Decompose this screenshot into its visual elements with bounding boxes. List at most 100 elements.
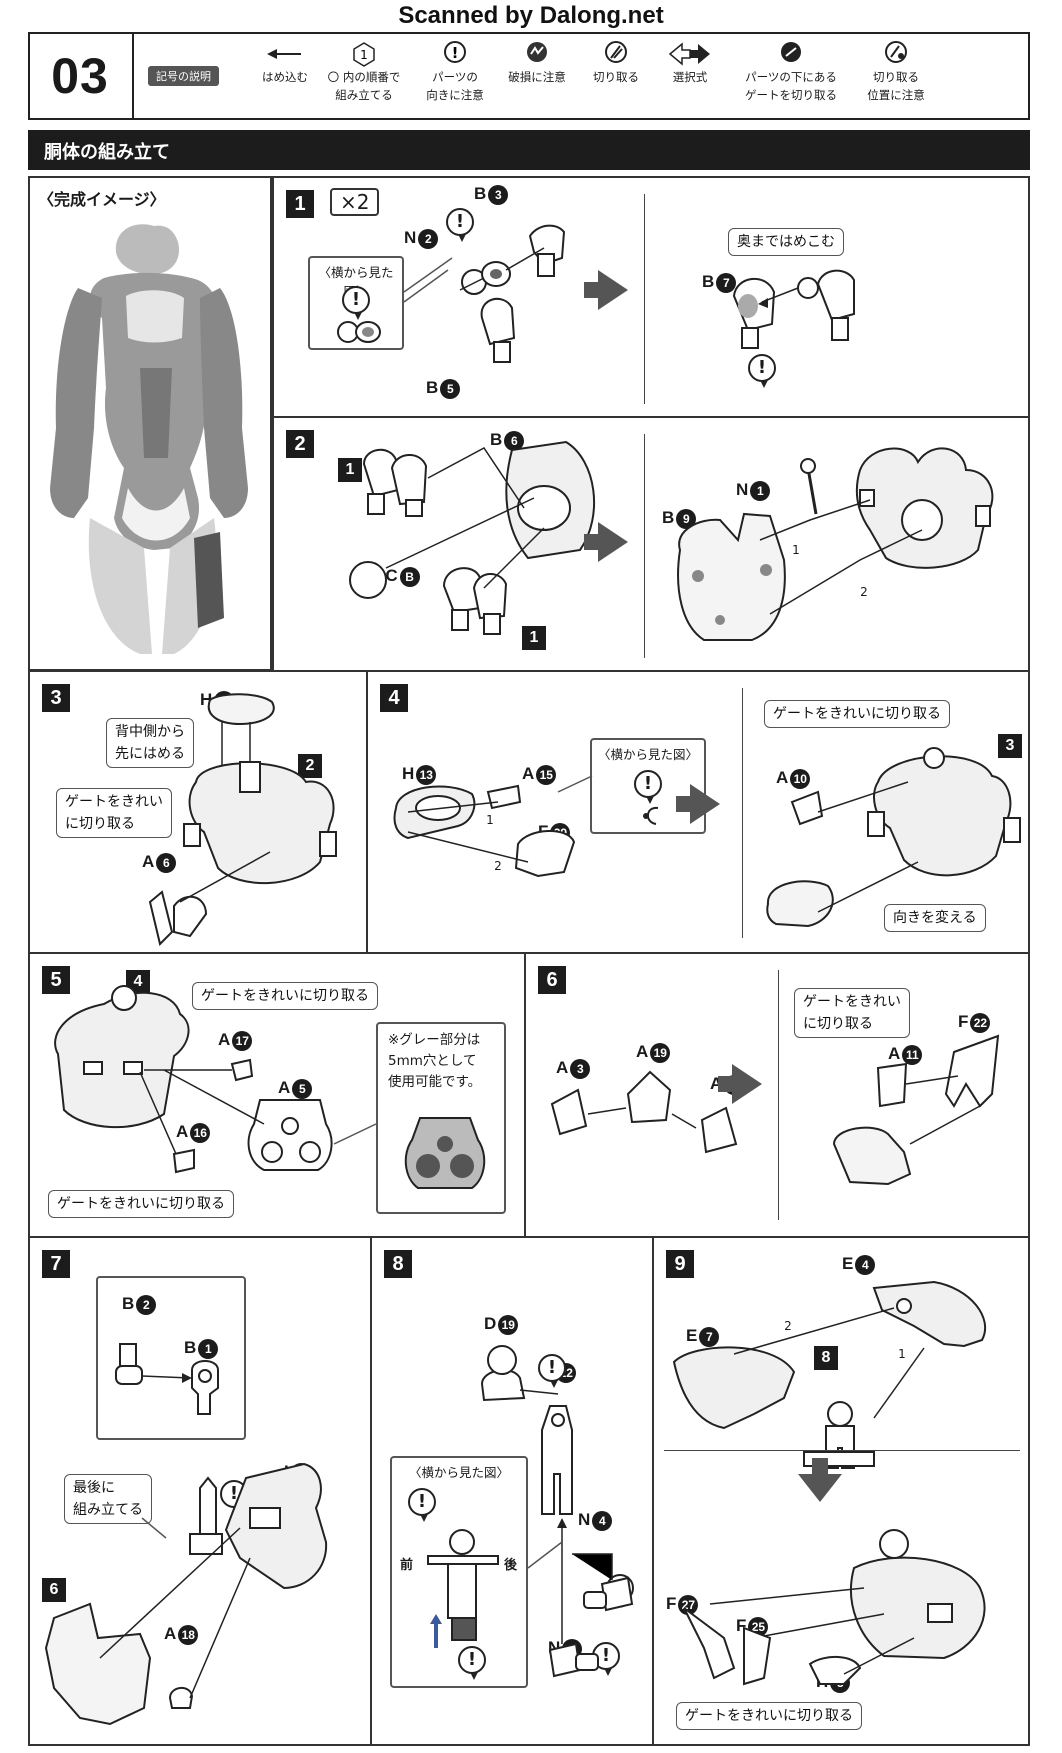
cut-position-icon	[885, 41, 907, 63]
quantity-multiplier: ×2	[330, 188, 380, 216]
legend-order: 1 〇 内の順番で 組み立てる	[322, 40, 406, 104]
header-divider	[132, 34, 134, 118]
legend-press-fit: はめ込む	[255, 40, 315, 86]
step-8-panel: 8 D19 D22 N4 N3 ! ! ! 〈横から見た図〉 ! 前 後 !	[370, 1236, 654, 1746]
label-back: 後	[504, 1558, 518, 1573]
callout-pointer	[403, 257, 453, 303]
chest-with-waist-illustration	[766, 747, 1021, 928]
arm-joint-parts-illustration	[459, 224, 566, 363]
double-arrow-icon	[668, 42, 710, 66]
legend-orientation: ! パーツの 向きに注意	[420, 40, 490, 104]
hip-joint-parts-illustration	[115, 1343, 219, 1415]
crotch-joint-side-illustration	[427, 1529, 499, 1648]
svg-text:!: !	[452, 44, 459, 62]
reference-step-6: 6	[42, 1578, 66, 1602]
note-clean-gate: ゲートをきれい に切り取る	[56, 788, 172, 838]
exclamation-icon: !	[446, 208, 474, 242]
front-plate-assembly-illustration	[54, 985, 377, 1174]
legend-cut: 切り取る	[586, 40, 646, 86]
torso-chest-assembly-illustration	[677, 447, 994, 641]
order-2-icon: 2	[784, 1319, 792, 1333]
step-3-number: 3	[42, 684, 70, 712]
crotch-joint-parts-illustration	[480, 1345, 634, 1678]
reference-step-2: 2	[298, 754, 322, 778]
step-7-panel: 7 B2 B1 最後に 組み立てる 6 I1 A18 !	[28, 1236, 372, 1746]
step-1-number: 1	[286, 190, 314, 218]
note-change-direction: 向きを変える	[884, 904, 986, 932]
step-3-panel: 3 2 H15 背中側から 先にはめる ゲートをきれい に切り取る A6	[28, 670, 368, 954]
step-1-divider	[644, 194, 645, 404]
reference-step-1: 1	[522, 626, 546, 650]
step-9-panel: 9 E4 E7 8 1 2 F27 F25 H5 ゲートをきれいに切り取る	[652, 1236, 1030, 1746]
next-step-arrow-icon	[584, 522, 628, 562]
step-header: 03 記号の説明 はめ込む 1 〇 内の順番で 組み立てる ! パーツの 向きに…	[28, 32, 1030, 120]
order-1-icon: 1	[486, 813, 494, 827]
reference-step-4: 4	[126, 970, 150, 994]
note-clean-gate: ゲートをきれいに切り取る	[764, 700, 950, 728]
legend-choice: 選択式	[660, 40, 720, 86]
next-step-arrow-down-icon	[798, 1458, 842, 1502]
exclamation-icon: !	[342, 286, 370, 320]
shoulder-block-illustration	[349, 440, 596, 635]
break-warning-icon	[527, 42, 547, 62]
exclamation-icon: !	[538, 1354, 566, 1388]
note-clean-gate: ゲートをきれい に切り取る	[794, 988, 910, 1038]
order-2-icon: 2	[860, 585, 868, 599]
completion-image-label: 〈完成イメージ〉	[38, 190, 166, 209]
note-clean-gate: ゲートをきれいに切り取る	[48, 1190, 234, 1218]
exclamation-icon: !	[748, 354, 776, 388]
crotch-shell-assembly-illustration	[672, 1280, 987, 1469]
crotch-final-assembly-illustration	[683, 1529, 986, 1686]
scan-watermark: Scanned by Dalong.net	[398, 2, 664, 29]
back-plate-assembly-illustration	[148, 693, 337, 946]
exclamation-icon: !	[458, 1646, 486, 1680]
note-push-deep: 奥まではめこむ	[728, 228, 844, 256]
step-9-divider	[664, 1450, 1020, 1451]
hip-skirt-assembly-illustration	[832, 1034, 1000, 1186]
reference-step-8: 8	[814, 1346, 838, 1370]
step-8-number: 8	[384, 1250, 412, 1278]
note-assemble-last: 最後に 組み立てる	[64, 1474, 152, 1524]
step-1-panel: 1 ×2 〈横から見た図〉 ! N2 B3 B5 ! 奥まではめこむ B7 !	[272, 176, 1030, 418]
step-9-number: 9	[666, 1250, 694, 1278]
legend-title: 記号の説明	[148, 66, 219, 86]
side-view-box: 〈横から見た図〉 ! 前 後 !	[390, 1456, 528, 1688]
note-back-side-first: 背中側から 先にはめる	[106, 718, 194, 768]
svg-text:1: 1	[360, 48, 368, 62]
nipper-icon	[605, 41, 627, 63]
legend-cut-position: 切り取る 位置に注意	[856, 40, 936, 104]
step-2-number: 2	[286, 430, 314, 458]
order-1-icon: 1	[792, 543, 800, 557]
callout-pointer	[527, 1541, 563, 1569]
crotch-part-gray-illustration	[404, 1117, 486, 1189]
waist-frame-parts-illustration	[393, 784, 576, 878]
step-5-number: 5	[42, 966, 70, 994]
figure-torso-illustration	[50, 224, 248, 654]
order-1-icon: 1	[898, 1347, 906, 1361]
side-view-title: 〈横から見た図〉	[408, 1465, 509, 1480]
arrow-left-icon	[267, 49, 301, 59]
exclamation-icon: !	[408, 1488, 436, 1522]
step-2-panel: 2 1 1 B6 PCB N1 B9 1 2	[272, 416, 1030, 672]
callout-pointer	[557, 775, 593, 793]
